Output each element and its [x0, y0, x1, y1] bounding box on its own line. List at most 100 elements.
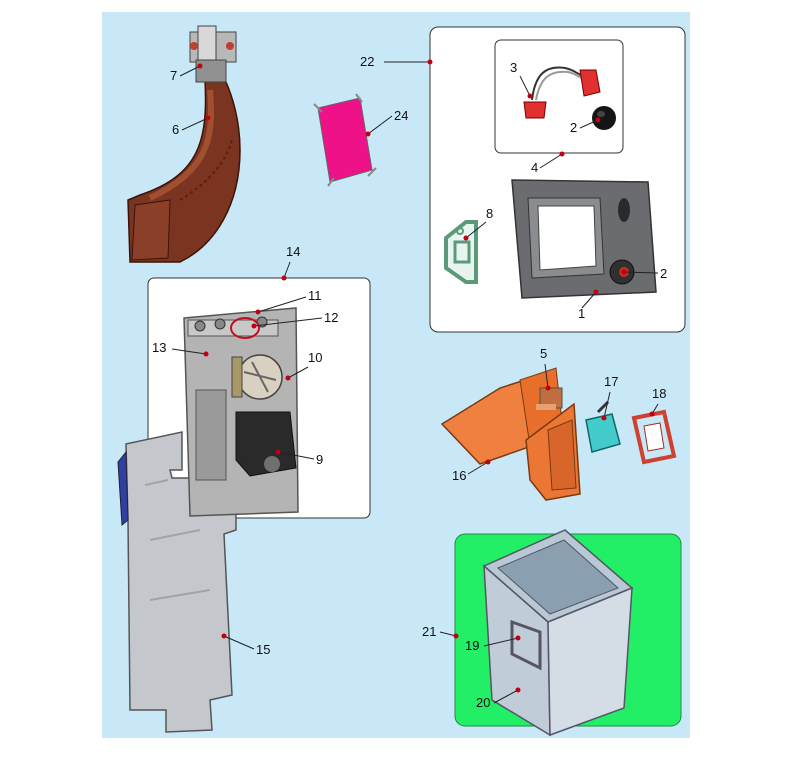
leader-line — [277, 451, 315, 460]
callout-bin: 20 — [476, 687, 521, 710]
callout-flap: 17 — [601, 374, 618, 421]
motor-assembly — [183, 307, 299, 517]
leader-dot — [593, 289, 599, 295]
leader-line — [223, 635, 255, 650]
callout-harness-group: 4 — [531, 151, 565, 175]
leader-line — [283, 261, 291, 279]
leader-line — [519, 75, 531, 97]
callout-small-plate: 5 — [540, 346, 551, 391]
callout-chute-bracket: 7 — [170, 63, 203, 83]
part-label-21: 21 — [422, 624, 436, 639]
leader-line — [171, 348, 207, 355]
leader-line — [253, 317, 323, 327]
leader-dot — [527, 93, 533, 99]
leader-dot — [255, 309, 261, 315]
leader-dot — [601, 415, 607, 421]
callout-motor-assembly-group: 14 — [281, 244, 300, 281]
leader-dot — [453, 633, 459, 639]
callout-curved-chute: 6 — [172, 115, 211, 137]
leader-dot — [365, 131, 371, 137]
leader-line — [483, 637, 519, 647]
front-panel-frame — [511, 179, 657, 299]
part-label-5: 5 — [540, 346, 547, 361]
leader-line — [287, 366, 309, 379]
leader-dot — [197, 63, 203, 69]
part-label-18: 18 — [652, 386, 666, 401]
leader-line — [539, 153, 563, 169]
gasket — [444, 220, 478, 284]
magenta-plate — [313, 93, 377, 187]
callout-knob-mounted: 2 — [621, 266, 667, 281]
leader-line — [179, 65, 201, 77]
callout-bin-group: 21 — [422, 624, 459, 639]
part-label-15: 15 — [256, 642, 270, 657]
callout-top-screw: 11 — [255, 288, 322, 315]
chute-bracket — [189, 25, 237, 83]
callout-motor-coupling: 10 — [285, 350, 322, 381]
leader-dot — [559, 151, 565, 157]
part-label-13: 13 — [152, 340, 166, 355]
part-label-2: 2 — [570, 120, 577, 135]
callout-knob-loose: 2 — [570, 117, 601, 135]
callout-magenta-plate: 24 — [365, 108, 408, 137]
leader-line — [257, 296, 307, 313]
curved-chute — [127, 79, 241, 263]
leader-dot — [275, 449, 281, 455]
callout-funnel: 16 — [452, 459, 491, 483]
callout-mount-bracket: 13 — [152, 340, 209, 357]
leader-dot — [285, 375, 291, 381]
callout-front-panel-frame: 1 — [578, 289, 599, 321]
part-label-6: 6 — [172, 122, 179, 137]
leader-dot — [545, 385, 551, 391]
part-label-10: 10 — [308, 350, 322, 365]
leader-line — [493, 689, 519, 704]
leader-line — [603, 391, 611, 419]
part-label-12: 12 — [324, 310, 338, 325]
leader-line — [465, 221, 487, 239]
leader-dot — [515, 635, 521, 641]
leader-dot — [515, 687, 521, 693]
part-label-19: 19 — [465, 638, 479, 653]
leader-line — [623, 271, 659, 274]
callout-gear-motor: 9 — [275, 449, 323, 467]
part-label-7: 7 — [170, 68, 177, 83]
leader-dot — [621, 269, 627, 275]
callout-front-panel-group: 22 — [360, 54, 433, 69]
part-label-8: 8 — [486, 206, 493, 221]
part-label-11: 11 — [308, 288, 322, 303]
leader-line — [544, 363, 549, 389]
leader-dot — [205, 115, 211, 121]
part-label-4: 4 — [531, 160, 538, 175]
knob-loose — [592, 106, 616, 130]
leader-line — [439, 631, 457, 637]
part-label-2: 2 — [660, 266, 667, 281]
leader-line — [579, 119, 599, 129]
leader-line — [367, 115, 393, 135]
bin-handle — [510, 619, 542, 671]
callout-side-panel: 15 — [221, 633, 270, 657]
part-label-24: 24 — [394, 108, 408, 123]
callout-gasket: 8 — [463, 206, 493, 241]
leader-line — [181, 117, 209, 131]
part-label-1: 1 — [578, 306, 585, 321]
leader-line — [467, 461, 489, 475]
leader-dot — [221, 633, 227, 639]
leader-dot — [595, 117, 601, 123]
callout-seal-frame: 18 — [649, 386, 666, 417]
part-label-14: 14 — [286, 244, 300, 259]
part-label-16: 16 — [452, 468, 466, 483]
small-plate — [536, 387, 563, 410]
leader-dot — [649, 411, 655, 417]
part-label-20: 20 — [476, 695, 490, 710]
part-label-3: 3 — [510, 60, 517, 75]
wire-harness — [523, 66, 601, 119]
group-box-4 — [494, 39, 624, 154]
leader-dot — [463, 235, 469, 241]
leader-dot — [281, 275, 287, 281]
callout-wire-harness: 3 — [510, 60, 533, 99]
callout-bin-handle: 19 — [465, 635, 521, 653]
part-label-17: 17 — [604, 374, 618, 389]
part-label-22: 22 — [360, 54, 374, 69]
part-label-9: 9 — [316, 452, 323, 467]
